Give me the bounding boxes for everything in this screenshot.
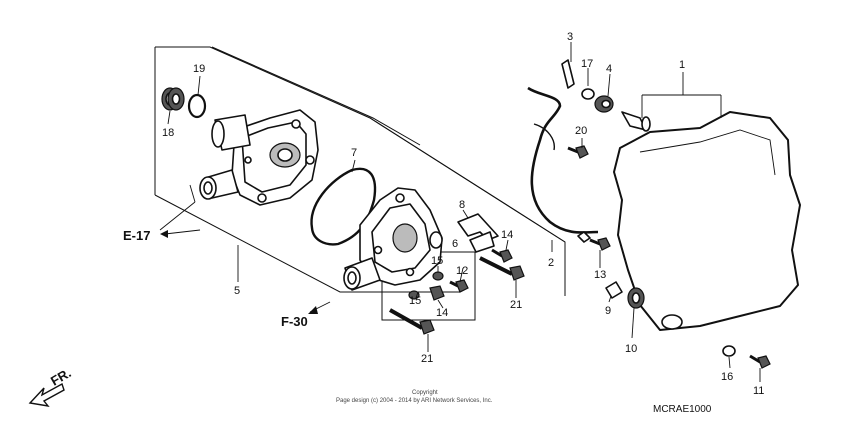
callout-1: 1 <box>679 59 685 71</box>
callout-5: 5 <box>234 285 240 297</box>
diagram-code: MCRAE1000 <box>653 404 712 415</box>
grommet-4 <box>594 95 614 113</box>
callout-10: 10 <box>625 343 637 355</box>
grommet-10 <box>627 287 645 309</box>
callout-21b: 21 <box>421 353 433 365</box>
callout-13: 13 <box>594 269 606 281</box>
copyright-label: Copyright <box>412 390 438 396</box>
water-pump-cover <box>343 187 443 291</box>
callout-3: 3 <box>567 31 573 43</box>
nipple-1 <box>621 111 651 132</box>
callout-15b: 15 <box>409 295 421 307</box>
copyright-notice: Page design (c) 2004 - 2014 by ARI Netwo… <box>336 398 493 404</box>
bolt-14a <box>491 248 513 263</box>
callout-18: 18 <box>162 127 174 139</box>
clip-3 <box>561 59 575 89</box>
callout-6: 6 <box>452 238 458 250</box>
callout-11: 11 <box>753 385 764 397</box>
f30-arrow <box>308 306 318 314</box>
callout-4: 4 <box>606 63 612 75</box>
callout-20: 20 <box>575 125 587 137</box>
callout-14b: 14 <box>436 307 448 319</box>
callout-12: 12 <box>456 265 468 277</box>
washer-16 <box>722 345 736 357</box>
callout-17: 17 <box>581 58 593 70</box>
bolt-21a <box>479 256 525 281</box>
o-ring-19 <box>187 93 207 119</box>
callout-14a: 14 <box>501 229 513 241</box>
bolt-12 <box>449 279 469 293</box>
bolt-13 <box>577 231 611 251</box>
guide-2 <box>527 86 599 234</box>
washer-15a <box>432 271 444 281</box>
bolt-20 <box>567 145 589 159</box>
callout-19: 19 <box>193 63 205 75</box>
washer-17 <box>581 88 595 100</box>
bolt-21b <box>389 308 435 335</box>
callout-15a: 15 <box>431 255 443 267</box>
bearing-18 <box>161 87 185 111</box>
e17-arrow <box>164 229 201 235</box>
water-pump-assembly <box>199 109 319 206</box>
leader-lines <box>159 42 761 382</box>
callout-7: 7 <box>351 147 357 159</box>
bolt-11 <box>749 354 771 369</box>
callout-8: 8 <box>459 199 465 211</box>
ref-e17[interactable]: E-17 <box>123 228 150 243</box>
front-direction-arrow <box>28 382 65 407</box>
callout-9: 9 <box>605 305 611 317</box>
ref-f30[interactable]: F-30 <box>281 314 308 329</box>
gasket-7 <box>310 167 377 246</box>
callout-2: 2 <box>548 257 554 269</box>
side-cover <box>613 111 801 331</box>
callout-16: 16 <box>721 371 733 383</box>
collar-9 <box>605 281 623 299</box>
front-label: FR. <box>48 365 74 388</box>
bolt-14b <box>429 285 445 301</box>
callout-21a: 21 <box>510 299 522 311</box>
